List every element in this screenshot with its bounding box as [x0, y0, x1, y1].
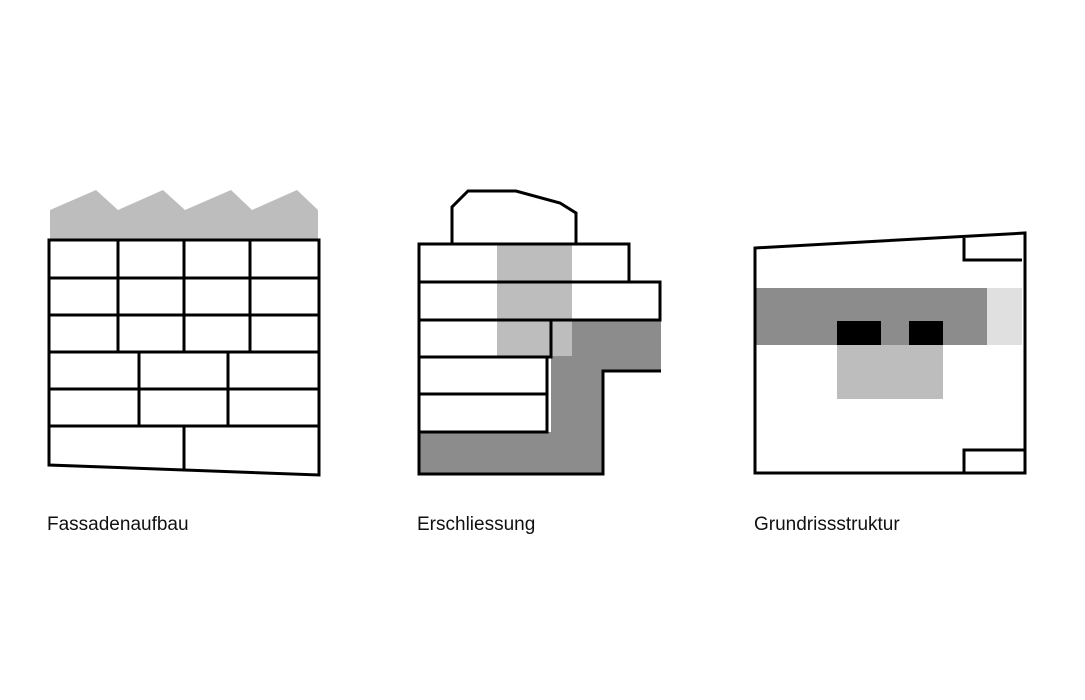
circulation-diagram: [417, 189, 662, 476]
circulation-core: [419, 321, 661, 474]
caption-facade: Fassadenaufbau: [47, 514, 189, 535]
circulation-outlines: [417, 189, 662, 476]
roof-sawtooth: [50, 190, 318, 240]
floorplan-outline: [753, 231, 1027, 475]
facade-grid: [49, 240, 319, 470]
facade-diagram: [47, 190, 321, 477]
core-left: [837, 321, 881, 345]
core-right: [909, 321, 943, 345]
caption-floorplan: Grundrissstruktur: [754, 514, 900, 535]
central-zone: [837, 345, 943, 399]
corridor-end: [987, 288, 1022, 345]
floorplan-diagram: [753, 231, 1027, 475]
caption-circulation: Erschliessung: [417, 514, 536, 535]
stair-zone: [497, 244, 572, 356]
